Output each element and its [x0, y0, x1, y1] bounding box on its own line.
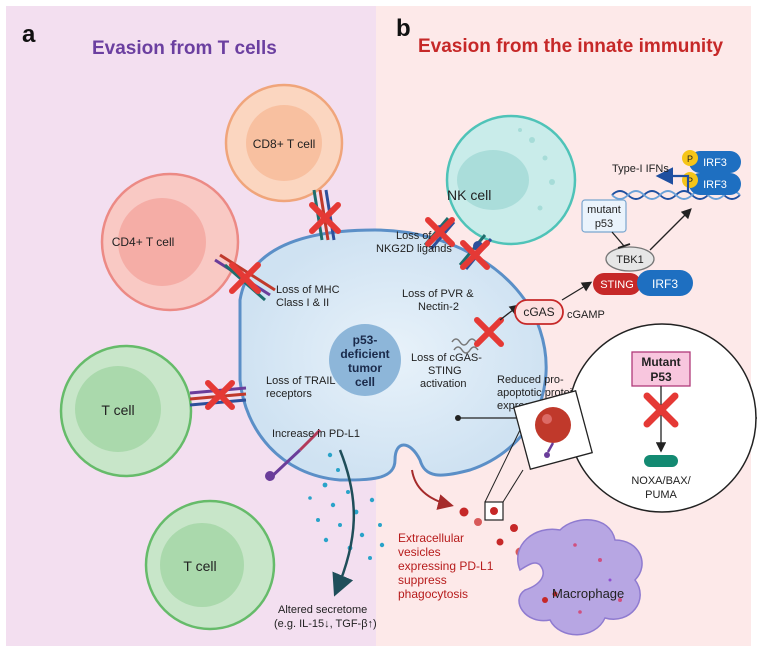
mutant-p53-label-1: mutant [587, 204, 621, 216]
t-cell-left: T cell [59, 344, 193, 478]
cross-mark-cd8 [309, 202, 341, 234]
label-trail-1: Loss of TRAIL [266, 375, 336, 387]
sting-node [593, 273, 641, 295]
pdl1-pd1-interaction [265, 428, 322, 482]
mutant-p53-inset-label-1: Mutant [641, 355, 680, 369]
cross-mark-nkg2d [425, 217, 455, 247]
trail-receptor [189, 380, 247, 410]
cd4-label: CD4+ T cell [112, 235, 175, 249]
tumor-label-2: deficient [340, 347, 389, 361]
cross-mark-inset [643, 392, 679, 428]
tumor-label-3: tumor [348, 361, 382, 375]
panel-b-letter: b [396, 15, 411, 42]
cgas-label: cGAS [523, 305, 554, 319]
cd8-t-cell: CD8+ T cell [224, 83, 344, 203]
phospho-top-label: P [687, 154, 693, 164]
genes-label-1: NOXA/BAX/ [631, 475, 691, 487]
cross-mark-trail [205, 380, 235, 410]
label-pvr-2: Nectin-2 [418, 301, 459, 313]
cd8-label: CD8+ T cell [253, 137, 316, 151]
mutant-p53-box [581, 199, 627, 233]
t-cell-bottom-label: T cell [183, 558, 216, 574]
mutant-p53-inset-label-2: P53 [650, 370, 672, 384]
tumor-label-4: cell [355, 375, 375, 389]
cytosolic-dna [451, 317, 504, 354]
cgamp-label: cGAMP [567, 309, 605, 321]
macrophage-label: Macrophage [552, 586, 624, 601]
panel-b-title: Evasion from the innate immunity [418, 36, 724, 57]
cd8-mhc-receptor [309, 189, 341, 241]
label-cgas-sting-1: Loss of cGAS- [411, 352, 482, 364]
macrophage: Macrophage [517, 519, 643, 636]
sting-label: STING [600, 279, 634, 291]
irf3-label-top: IRF3 [703, 157, 727, 169]
phospho-top [682, 150, 698, 166]
mutant-p53-inset-box [631, 351, 691, 387]
cross-mark-cd4 [229, 262, 261, 294]
irf3-label-mid: IRF3 [703, 179, 727, 191]
tumor-label-1: p53- [353, 333, 378, 347]
irf3-node-top [689, 151, 741, 173]
label-pvr-1: Loss of PVR & [402, 288, 474, 300]
mutant-p53-label-2: p53 [595, 218, 613, 230]
transcription-arrow [655, 167, 690, 192]
gene-block [644, 455, 678, 467]
tbk1-node [605, 246, 655, 272]
t-cell-left-label: T cell [101, 402, 134, 418]
label-pdl1: Increase in PD-L1 [272, 428, 360, 440]
nkg2d-receptor [423, 217, 456, 250]
type1-ifns-label: Type-I IFNs [612, 163, 669, 175]
ev-release-arrow [411, 469, 454, 510]
nk-cell: NK cell [445, 114, 577, 246]
label-cgas-sting-2: STING [428, 365, 462, 377]
ev-enlarged [535, 407, 571, 443]
label-secretome-2: (e.g. IL-15↓, TGF-β↑) [274, 618, 377, 630]
tbk1-label: TBK1 [616, 254, 644, 266]
t-cell-bottom: T cell [144, 499, 276, 631]
label-nkg2d-1: Loss of [396, 230, 432, 242]
label-proapop-1: Reduced pro- [497, 374, 564, 386]
cgas-node [514, 299, 564, 325]
mutant-p53-inset: Mutant P53 NOXA/BAX/ PUMA [567, 323, 757, 513]
panel-a-title: Evasion from T cells [92, 38, 277, 59]
label-ev-4: suppress [398, 573, 447, 587]
secretome-arrow [332, 449, 356, 597]
irf3-node-mid [689, 173, 741, 195]
cross-mark-pvr [460, 240, 490, 270]
cd4-mhc-receptor [214, 253, 276, 302]
label-ev-5: phagocytosis [398, 587, 468, 601]
genes-label-2: PUMA [645, 489, 677, 501]
cgas-sting-pathway: cGAS cGAMP STING IRF3 TBK1 mutant p53 IR… [499, 150, 741, 325]
phospho-mid-label: P [687, 176, 693, 186]
label-cgas-sting-3: activation [420, 378, 466, 390]
pvr-receptor [458, 234, 493, 270]
label-nkg2d-2: NKG2D ligands [376, 243, 452, 255]
label-ev-2: vesicles [398, 545, 441, 559]
cd4-t-cell: CD4+ T cell [100, 172, 240, 312]
label-mhc-1: Loss of MHC [276, 284, 340, 296]
label-secretome-1: Altered secretome [278, 604, 367, 616]
irf3-label-low: IRF3 [652, 277, 678, 291]
label-ev-1: Extracellular [398, 531, 464, 545]
label-mhc-2: Class I & II [276, 297, 329, 309]
label-ev-3: expressing PD-L1 [398, 559, 494, 573]
cross-mark-cgas [474, 317, 504, 347]
panel-a-letter: a [22, 21, 36, 48]
nk-cell-label: NK cell [447, 187, 491, 203]
irf3-node-low [637, 270, 693, 296]
label-trail-2: receptors [266, 388, 312, 400]
